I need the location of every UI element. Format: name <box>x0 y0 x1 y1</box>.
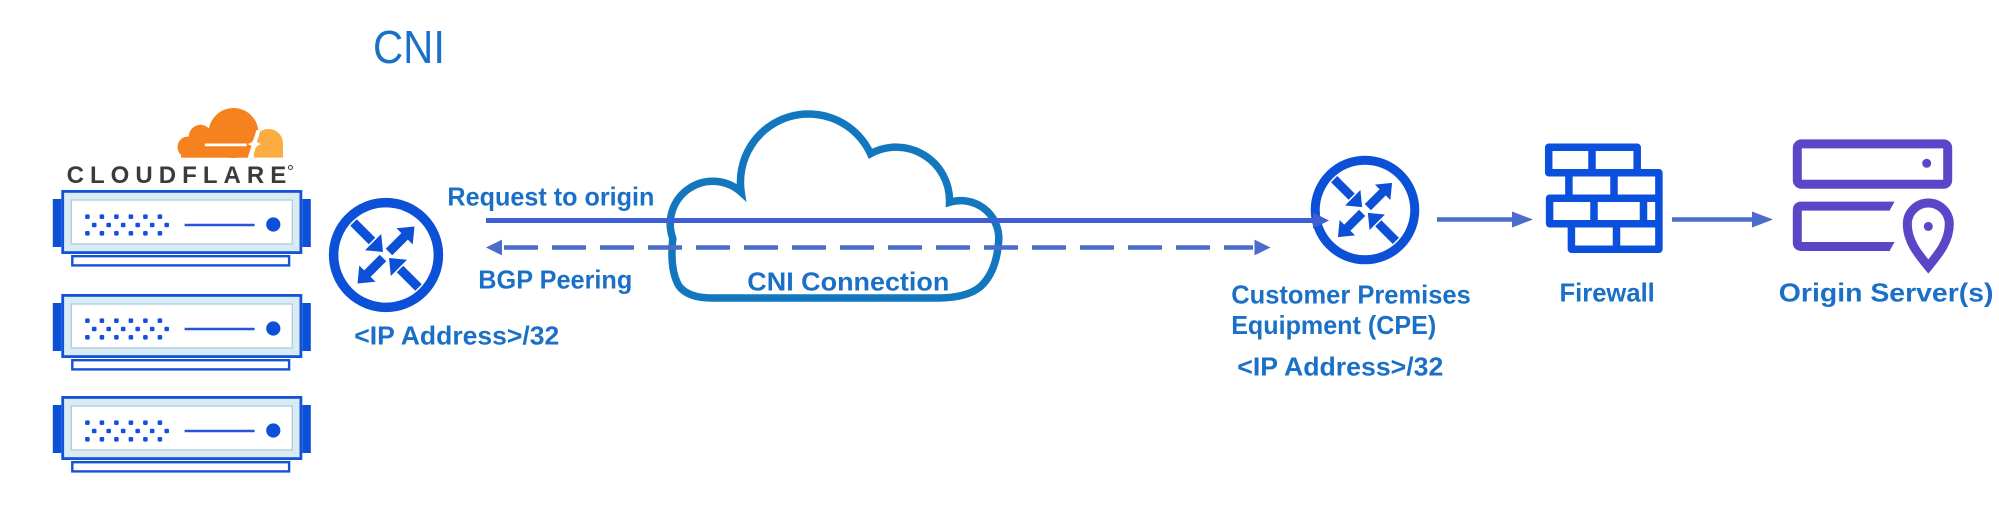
svg-text:Customer Premises: Customer Premises <box>1231 279 1471 309</box>
svg-text:Origin Server(s): Origin Server(s) <box>1779 278 1994 308</box>
svg-text:Firewall: Firewall <box>1560 278 1655 308</box>
svg-text:CNI: CNI <box>373 21 445 73</box>
svg-text:CNI Connection: CNI Connection <box>747 267 949 297</box>
svg-text:BGP Peering: BGP Peering <box>478 265 632 295</box>
svg-text:Equipment (CPE): Equipment (CPE) <box>1231 310 1436 340</box>
svg-text:<IP Address>/32: <IP Address>/32 <box>1237 352 1443 382</box>
svg-text:<IP Address>/32: <IP Address>/32 <box>354 321 559 351</box>
svg-text:CLOUDFLARE: CLOUDFLARE <box>67 162 287 189</box>
svg-text:Request to origin: Request to origin <box>447 182 654 212</box>
